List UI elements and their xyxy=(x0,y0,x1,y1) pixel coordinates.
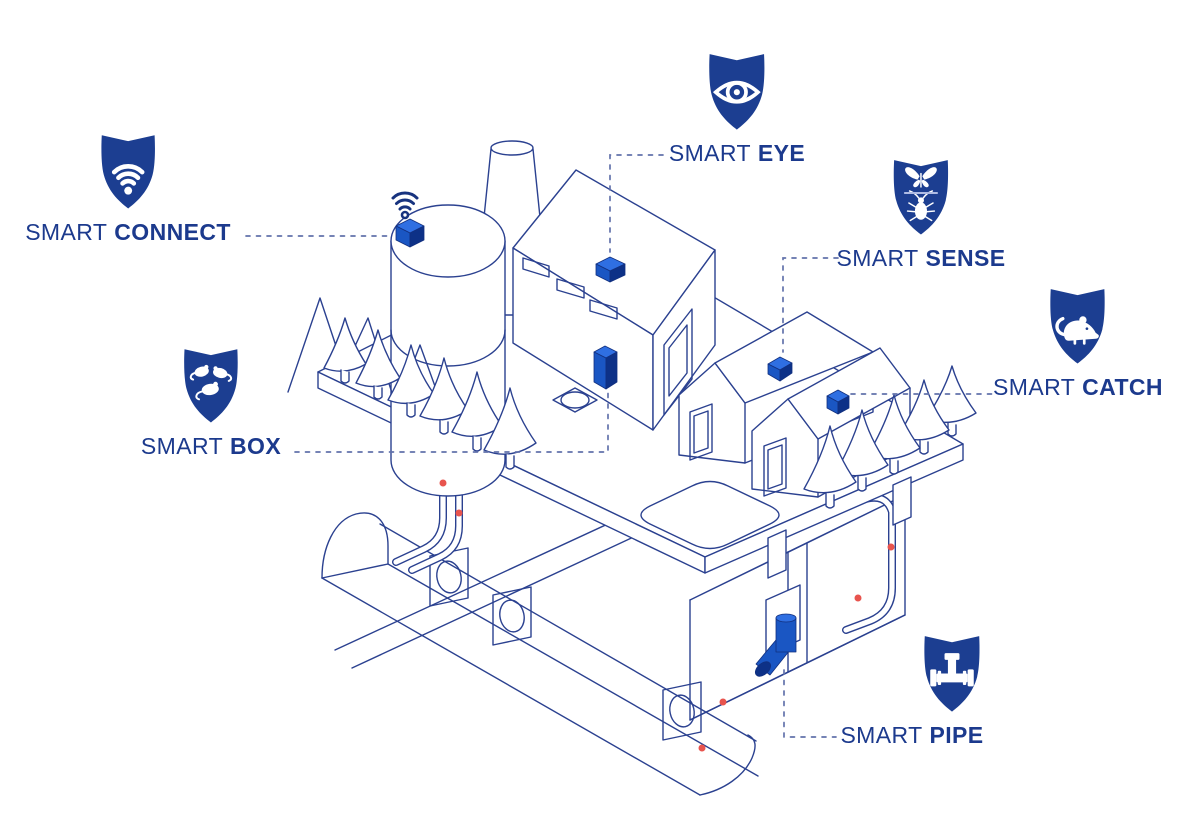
badge-name: SENSE xyxy=(925,245,1006,271)
smart-pipe-device xyxy=(754,584,801,677)
sensor-dots xyxy=(439,479,895,752)
smart-connect-device xyxy=(395,218,425,248)
badge-prefix: SMART xyxy=(140,433,224,459)
badge-label: SMART PIPE xyxy=(840,722,983,749)
wifi-signal-icon xyxy=(391,191,419,220)
rodent-shield-icon xyxy=(1050,289,1106,364)
badge-prefix: SMART xyxy=(840,722,923,748)
badge-smart-eye: SMART EYE xyxy=(669,50,805,167)
rodents-shield-icon xyxy=(184,349,238,423)
smart-sense-device xyxy=(767,356,793,382)
badge-label: SMART BOX xyxy=(141,433,281,460)
connector-smart-eye xyxy=(609,154,664,253)
factory-window xyxy=(589,299,618,320)
badge-label: SMART CONNECT xyxy=(25,219,231,246)
sensor-dot xyxy=(854,594,862,602)
badge-name: CONNECT xyxy=(114,219,231,245)
badge-smart-pipe: SMART PIPE xyxy=(840,632,986,749)
smart-box-device xyxy=(593,345,618,390)
pipe-valve-shield-icon xyxy=(924,636,980,712)
badge-prefix: SMART xyxy=(668,140,751,166)
wifi-shield-icon xyxy=(101,135,155,209)
factory-garage-door xyxy=(663,308,693,416)
sensor-dot xyxy=(887,543,895,551)
platform-leg xyxy=(767,529,787,579)
sensor-dot xyxy=(439,479,447,487)
tree-group-right xyxy=(803,365,977,509)
tunnel-vent-plate xyxy=(429,547,702,741)
manhole-cover xyxy=(552,387,598,413)
factory-window xyxy=(556,278,585,299)
badge-smart-sense: SMART SENSE xyxy=(836,156,1005,272)
connector-smart-pipe xyxy=(783,669,837,738)
smart-eye-device xyxy=(595,256,626,283)
pipe-run xyxy=(334,509,639,651)
badge-smart-catch: SMART CATCH xyxy=(993,285,1163,401)
badge-prefix: SMART xyxy=(836,245,919,271)
badge-label: SMART SENSE xyxy=(836,245,1005,272)
insects-shield-icon xyxy=(893,160,949,235)
badge-prefix: SMART xyxy=(993,374,1076,400)
platform-leg xyxy=(892,476,912,526)
connector-smart-sense xyxy=(782,257,839,353)
badge-label: SMART CATCH xyxy=(993,374,1163,401)
factory-building xyxy=(512,169,716,431)
badge-name: CATCH xyxy=(1082,374,1163,400)
tree-row-left xyxy=(323,317,537,470)
house-garage-door xyxy=(763,437,787,497)
sensor-dot xyxy=(698,744,706,752)
badge-label: SMART EYE xyxy=(669,140,805,167)
badge-name: EYE xyxy=(757,140,806,166)
house-garage-door xyxy=(689,403,713,461)
pipe-run xyxy=(351,527,654,669)
badge-prefix: SMART xyxy=(25,219,108,245)
badge-smart-box: SMART BOX xyxy=(141,345,281,460)
smart-catch-device xyxy=(826,389,850,415)
badge-smart-connect: SMART CONNECT xyxy=(25,131,231,246)
connector-smart-box xyxy=(294,391,609,453)
sensor-dot xyxy=(455,509,463,517)
lawn-patch xyxy=(640,480,780,550)
badge-name: BOX xyxy=(230,433,282,459)
badge-name: PIPE xyxy=(929,722,984,748)
sensor-dot xyxy=(719,698,727,706)
factory-window xyxy=(522,257,550,278)
eye-shield-icon xyxy=(709,54,765,130)
